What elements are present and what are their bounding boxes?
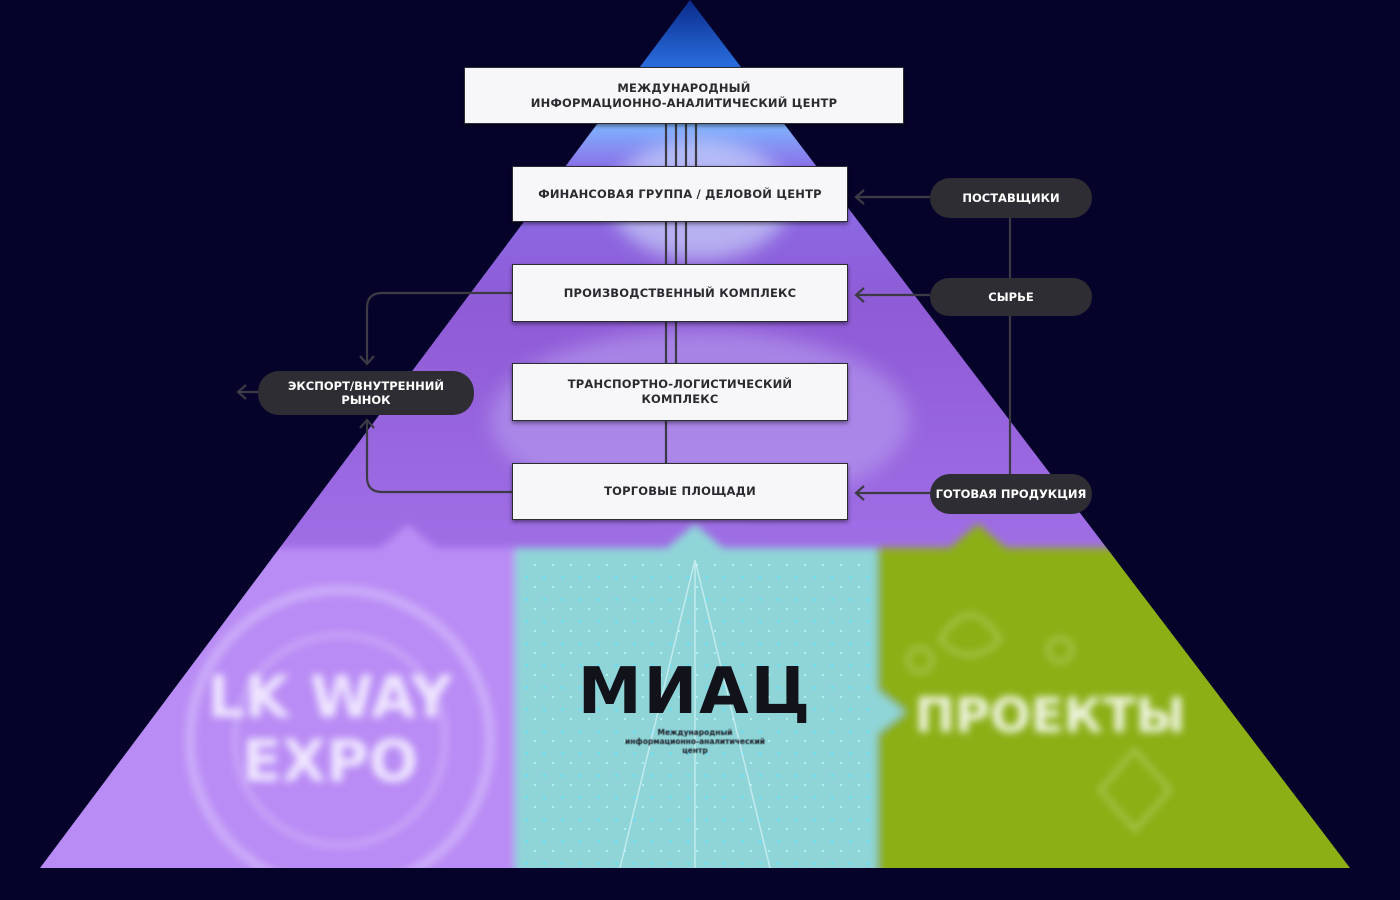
panel-miac-subtitle: Международный информационно-аналитически… — [624, 728, 766, 755]
pill-export-market: ЭКСПОРТ/ВНУТРЕННИЙ РЫНОК — [258, 371, 474, 415]
panel-miac-title: МИАЦ — [577, 655, 813, 729]
pill-finished-products: ГОТОВАЯ ПРОДУКЦИЯ — [930, 474, 1092, 514]
panel-projects-label: ПРОЕКТЫ — [914, 688, 1186, 744]
box-production-complex: ПРОИЗВОДСТВЕННЫЙ КОМПЛЕКС — [512, 264, 848, 322]
box-trade-areas: ТОРГОВЫЕ ПЛОЩАДИ — [512, 463, 848, 520]
connector-lines — [238, 124, 1012, 495]
panel-silkway-label: LK WAY EXPO — [207, 663, 453, 795]
pill-suppliers: ПОСТАВЩИКИ — [930, 178, 1092, 218]
box-transport-logistics: ТРАНСПОРТНО-ЛОГИСТИЧЕСКИЙ КОМПЛЕКС — [512, 363, 848, 421]
box-financial-group: ФИНАНСОВАЯ ГРУППА / ДЕЛОВОЙ ЦЕНТР — [512, 166, 848, 222]
pill-raw-materials: СЫРЬЕ — [930, 278, 1092, 316]
box-miac-center: МЕЖДУНАРОДНЫЙ ИНФОРМАЦИОННО-АНАЛИТИЧЕСКИ… — [464, 67, 904, 124]
